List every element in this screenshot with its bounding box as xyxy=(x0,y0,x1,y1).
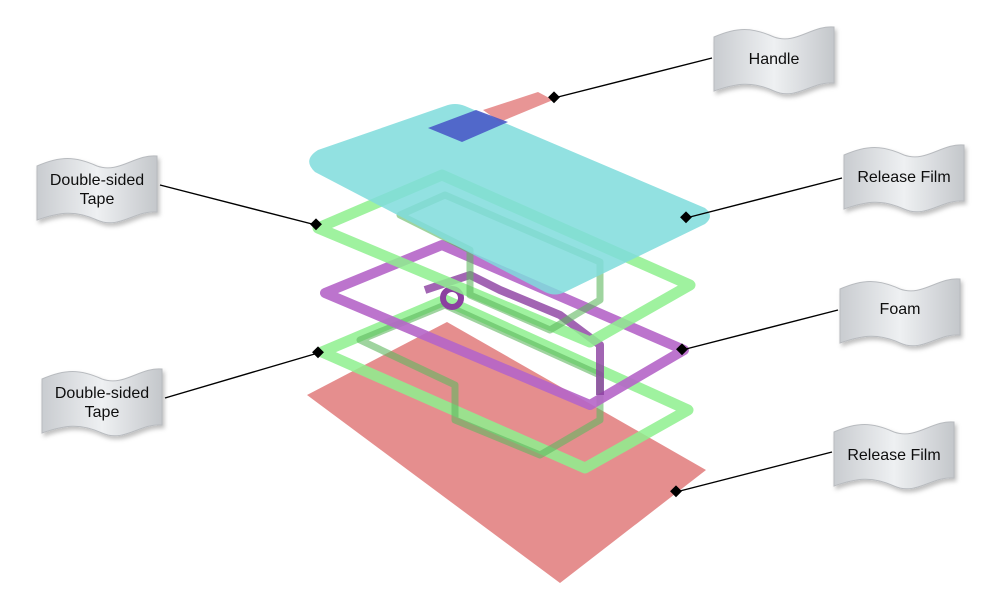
leader-tape-top xyxy=(159,184,317,226)
leader-tape-bottom-marker xyxy=(312,346,324,359)
label-foam-text: Foam xyxy=(880,301,921,318)
leader-release-film-top-marker xyxy=(680,211,692,224)
release-film-top-layer xyxy=(309,104,710,295)
label-release-film-bottom: Release Film xyxy=(833,421,955,490)
label-release-film-bottom-text: Release Film xyxy=(847,447,940,464)
leader-release-film-top xyxy=(685,177,843,219)
leader-release-film-bottom xyxy=(675,451,833,493)
label-tape-top-line1: Double-sided xyxy=(50,172,144,189)
leader-release-film-bottom-marker xyxy=(670,485,682,498)
label-handle-text: Handle xyxy=(749,51,800,68)
leader-handle xyxy=(553,57,713,99)
leader-foam xyxy=(681,309,839,351)
release-film-bottom-layer xyxy=(307,322,706,583)
tape-bottom-layer xyxy=(316,294,694,474)
label-handle: Handle xyxy=(713,26,835,95)
label-tape-bottom: Double-sided Tape xyxy=(41,368,163,437)
leader-tape-top-marker xyxy=(310,218,322,231)
label-tape-bottom-line2: Tape xyxy=(85,404,120,421)
label-tape-top: Double-sided Tape xyxy=(36,155,158,224)
leader-foam-marker xyxy=(676,343,688,356)
label-tape-top-line2: Tape xyxy=(80,191,115,208)
handle-layer xyxy=(428,92,553,142)
leader-handle-marker xyxy=(548,91,560,104)
label-release-film-top-text: Release Film xyxy=(857,169,950,186)
label-release-film-top: Release Film xyxy=(843,144,965,213)
label-tape-bottom-line1: Double-sided xyxy=(55,385,149,402)
leader-tape-bottom xyxy=(164,352,319,399)
label-foam: Foam xyxy=(839,278,961,347)
